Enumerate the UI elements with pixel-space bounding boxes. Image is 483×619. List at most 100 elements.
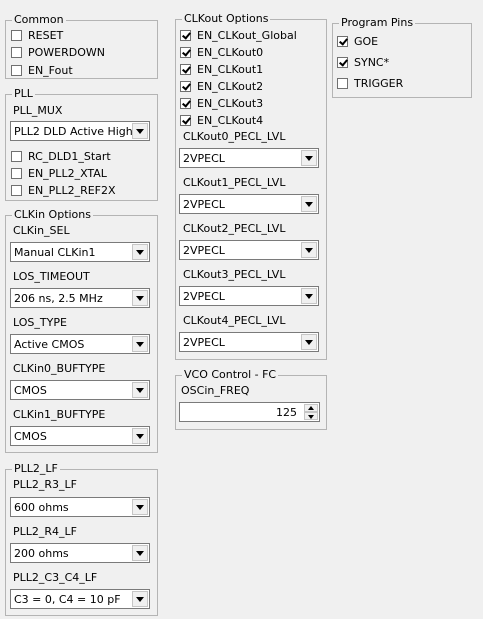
en-pll2-xtal-checkbox-label: EN_PLL2_XTAL <box>28 166 107 180</box>
en-clkout4-checkbox-box[interactable] <box>180 114 191 126</box>
clkout1-pecl-lvl-select[interactable]: 2VPECL <box>179 194 319 214</box>
pll2-c3-c4-lf-label: PLL2_C3_C4_LF <box>13 571 98 584</box>
en-clkout1-checkbox[interactable]: EN_CLKout1 <box>180 61 263 77</box>
goe-checkbox[interactable]: GOE <box>337 33 378 49</box>
clkout2-pecl-lvl-select[interactable]: 2VPECL <box>179 240 319 260</box>
pll2-lf-group-title: PLL2_LF <box>12 462 60 476</box>
en-clkout-global-checkbox[interactable]: EN_CLKout_Global <box>180 27 297 43</box>
chevron-down-icon[interactable] <box>301 288 317 304</box>
chevron-down-icon[interactable] <box>132 545 148 561</box>
clkout2-pecl-lvl-value: 2VPECL <box>183 244 225 257</box>
en-clkout2-checkbox[interactable]: EN_CLKout2 <box>180 78 263 94</box>
los-timeout-select[interactable]: 206 ns, 2.5 MHz <box>10 288 150 308</box>
chevron-down-icon[interactable] <box>132 123 148 139</box>
en-pll2-ref2x-checkbox[interactable]: EN_PLL2_REF2X <box>11 182 116 198</box>
en-clkout1-checkbox-label: EN_CLKout1 <box>197 62 264 76</box>
clkout0-pecl-lvl-label: CLKout0_PECL_LVL <box>183 130 286 143</box>
chevron-down-icon[interactable] <box>301 242 317 258</box>
chevron-down-icon[interactable] <box>132 382 148 398</box>
en-fout-checkbox-label: EN_Fout <box>28 63 73 77</box>
clkout3-pecl-lvl-select[interactable]: 2VPECL <box>179 286 319 306</box>
sync-checkbox-box[interactable] <box>337 56 348 68</box>
chevron-down-icon[interactable] <box>301 334 317 350</box>
common-group-title: Common <box>12 13 66 27</box>
rc-dld1-start-checkbox[interactable]: RC_DLD1_Start <box>11 148 111 164</box>
powerdown-checkbox-box[interactable] <box>11 46 22 58</box>
spin-up-icon[interactable] <box>304 404 318 412</box>
los-timeout-label: LOS_TIMEOUT <box>13 270 90 283</box>
en-clkout2-checkbox-label: EN_CLKout2 <box>197 79 264 93</box>
pll2-r3-lf-label: PLL2_R3_LF <box>13 478 77 491</box>
powerdown-checkbox-label: POWERDOWN <box>28 45 105 59</box>
pll-group-title: PLL <box>12 87 35 101</box>
en-clkout0-checkbox[interactable]: EN_CLKout0 <box>180 44 263 60</box>
trigger-checkbox-box[interactable] <box>337 77 348 89</box>
pll2-r4-lf-select[interactable]: 200 ohms <box>10 543 150 563</box>
pll2-r4-lf-label: PLL2_R4_LF <box>13 525 77 538</box>
oscin-freq-label: OSCin_FREQ <box>181 384 250 397</box>
en-pll2-xtal-checkbox[interactable]: EN_PLL2_XTAL <box>11 165 107 181</box>
clkout-options-group-title: CLKout Options <box>182 12 271 26</box>
chevron-down-icon[interactable] <box>132 336 148 352</box>
clkout3-pecl-lvl-value: 2VPECL <box>183 290 225 303</box>
chevron-down-icon[interactable] <box>301 150 317 166</box>
chevron-down-icon[interactable] <box>132 290 148 306</box>
en-pll2-xtal-checkbox-box[interactable] <box>11 167 22 179</box>
pll-mux-label: PLL_MUX <box>13 104 63 117</box>
pll2-lf-group: PLL2_LF <box>5 462 158 616</box>
chevron-down-icon[interactable] <box>132 591 148 607</box>
reset-checkbox-box[interactable] <box>11 29 22 41</box>
en-clkout0-checkbox-label: EN_CLKout0 <box>197 45 264 59</box>
clkin1-buftype-select[interactable]: CMOS <box>10 426 150 446</box>
oscin-freq-spinbox[interactable]: 125 <box>179 402 320 422</box>
powerdown-checkbox[interactable]: POWERDOWN <box>11 44 105 60</box>
clkout4-pecl-lvl-select[interactable]: 2VPECL <box>179 332 319 352</box>
en-clkout-global-checkbox-box[interactable] <box>180 29 191 41</box>
pll-group: PLL <box>5 87 158 201</box>
clkout0-pecl-lvl-select[interactable]: 2VPECL <box>179 148 319 168</box>
en-clkout3-checkbox-box[interactable] <box>180 97 191 109</box>
pll-mux-select[interactable]: PLL2 DLD Active High <box>10 121 150 141</box>
program-pins-group: Program Pins <box>332 16 472 98</box>
en-pll2-ref2x-checkbox-box[interactable] <box>11 184 22 196</box>
clkout3-pecl-lvl-label: CLKout3_PECL_LVL <box>183 268 286 281</box>
en-clkout3-checkbox[interactable]: EN_CLKout3 <box>180 95 263 111</box>
clkin0-buftype-select[interactable]: CMOS <box>10 380 150 400</box>
program-pins-group-title: Program Pins <box>339 16 416 30</box>
pll2-c3-c4-lf-select[interactable]: C3 = 0, C4 = 10 pF <box>10 589 150 609</box>
rc-dld1-start-checkbox-label: RC_DLD1_Start <box>28 149 111 163</box>
clkout1-pecl-lvl-value: 2VPECL <box>183 198 225 211</box>
reset-checkbox-label: RESET <box>28 28 64 42</box>
chevron-down-icon[interactable] <box>301 196 317 212</box>
en-pll2-ref2x-checkbox-label: EN_PLL2_REF2X <box>28 183 116 197</box>
en-clkout1-checkbox-box[interactable] <box>180 63 191 75</box>
clkout4-pecl-lvl-label: CLKout4_PECL_LVL <box>183 314 286 327</box>
clkin1-buftype-label: CLKin1_BUFTYPE <box>13 408 106 421</box>
rc-dld1-start-checkbox-box[interactable] <box>11 150 22 162</box>
chevron-down-icon[interactable] <box>132 244 148 260</box>
en-clkout2-checkbox-box[interactable] <box>180 80 191 92</box>
los-type-select[interactable]: Active CMOS <box>10 334 150 354</box>
trigger-checkbox-label: TRIGGER <box>354 76 404 90</box>
reset-checkbox[interactable]: RESET <box>11 27 63 43</box>
chevron-down-icon[interactable] <box>132 499 148 515</box>
sync-checkbox[interactable]: SYNC* <box>337 54 389 70</box>
en-fout-checkbox-box[interactable] <box>11 64 22 76</box>
clkin-options-group-title: CLKin Options <box>12 208 93 222</box>
sync-checkbox-label: SYNC* <box>354 55 390 69</box>
clkout-options-group: CLKout Options <box>175 12 327 360</box>
en-clkout4-checkbox[interactable]: EN_CLKout4 <box>180 112 263 128</box>
en-clkout0-checkbox-box[interactable] <box>180 46 191 58</box>
common-group: Common <box>5 13 158 79</box>
chevron-down-icon[interactable] <box>132 428 148 444</box>
en-fout-checkbox[interactable]: EN_Fout <box>11 62 73 78</box>
oscin-freq-value: 125 <box>276 406 297 419</box>
clkout1-pecl-lvl-label: CLKout1_PECL_LVL <box>183 176 286 189</box>
trigger-checkbox[interactable]: TRIGGER <box>337 75 403 91</box>
los-type-label: LOS_TYPE <box>13 316 67 329</box>
goe-checkbox-box[interactable] <box>337 35 348 47</box>
en-clkout3-checkbox-label: EN_CLKout3 <box>197 96 264 110</box>
clkin-sel-select[interactable]: Manual CLKin1 <box>10 242 150 262</box>
spin-down-icon[interactable] <box>304 412 318 420</box>
pll2-r3-lf-select[interactable]: 600 ohms <box>10 497 150 517</box>
